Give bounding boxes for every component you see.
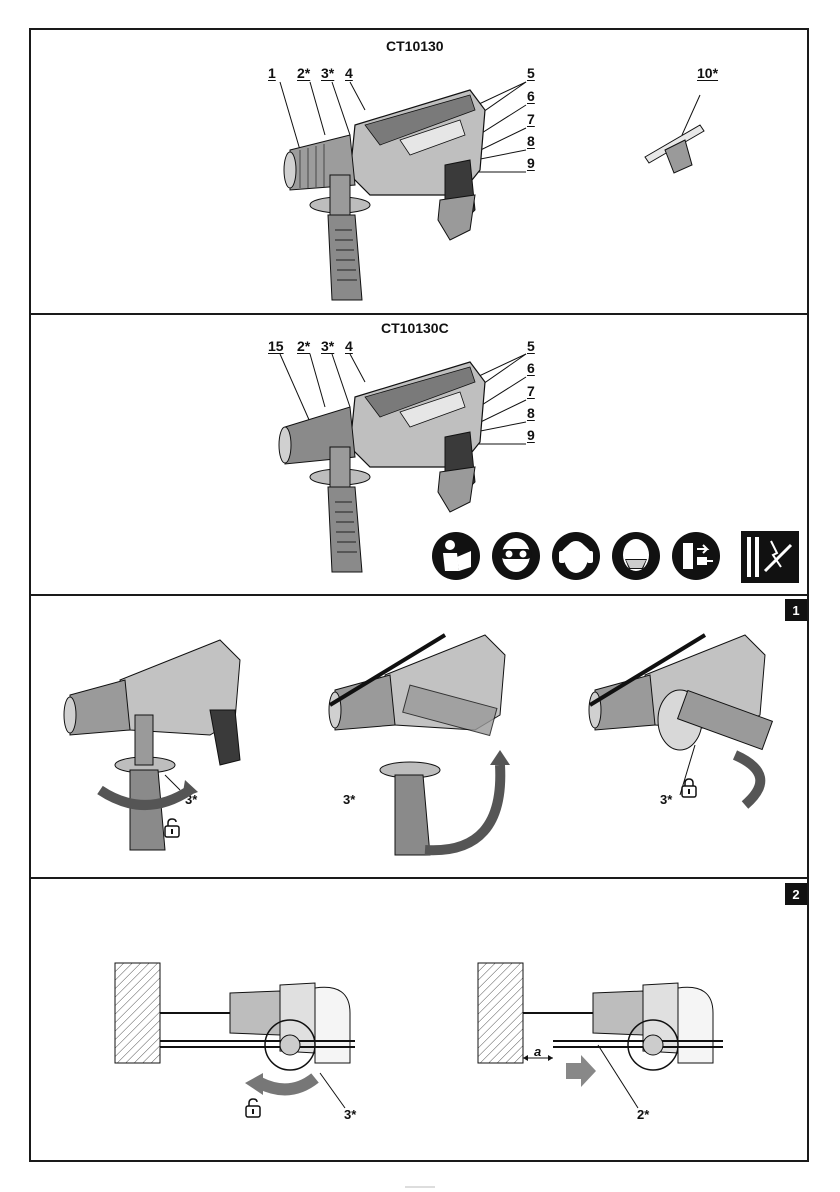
impact-drill-illustration: [270, 80, 540, 310]
lock-icon: [680, 778, 698, 798]
panel-divider: [29, 313, 809, 315]
callout-label: 4: [345, 65, 353, 81]
unlock-icon: [163, 818, 181, 838]
unplug-icon: [671, 531, 721, 581]
panel-divider: [29, 877, 809, 879]
page-footer-mark: [405, 1184, 435, 1190]
callout-label: 5: [527, 65, 535, 81]
chuck-key-illustration: [640, 95, 720, 175]
ear-protection-icon: [551, 531, 601, 581]
depth-stop-loosen-illustration: [115, 963, 355, 1123]
safety-goggles-icon: [491, 531, 541, 581]
dust-mask-icon: [611, 531, 661, 581]
model-title: CT10130C: [381, 320, 449, 336]
callout-label: 10*: [697, 65, 718, 81]
callout-label: 2*: [297, 65, 310, 81]
panel-divider: [29, 594, 809, 596]
callout-label: 1: [268, 65, 276, 81]
unlock-icon: [244, 1098, 262, 1118]
model-title: CT10130: [386, 38, 444, 54]
rotate-side-handle-illustration: [325, 625, 525, 865]
loosen-side-handle-illustration: [60, 630, 260, 860]
callout-label: 3*: [321, 65, 334, 81]
figure-number-badge: 2: [785, 883, 807, 905]
hidden-wiring-warning-icon: [741, 531, 799, 583]
depth-stop-set-illustration: [478, 963, 728, 1123]
read-manual-icon: [431, 531, 481, 581]
figure-number-badge: 1: [785, 599, 807, 621]
